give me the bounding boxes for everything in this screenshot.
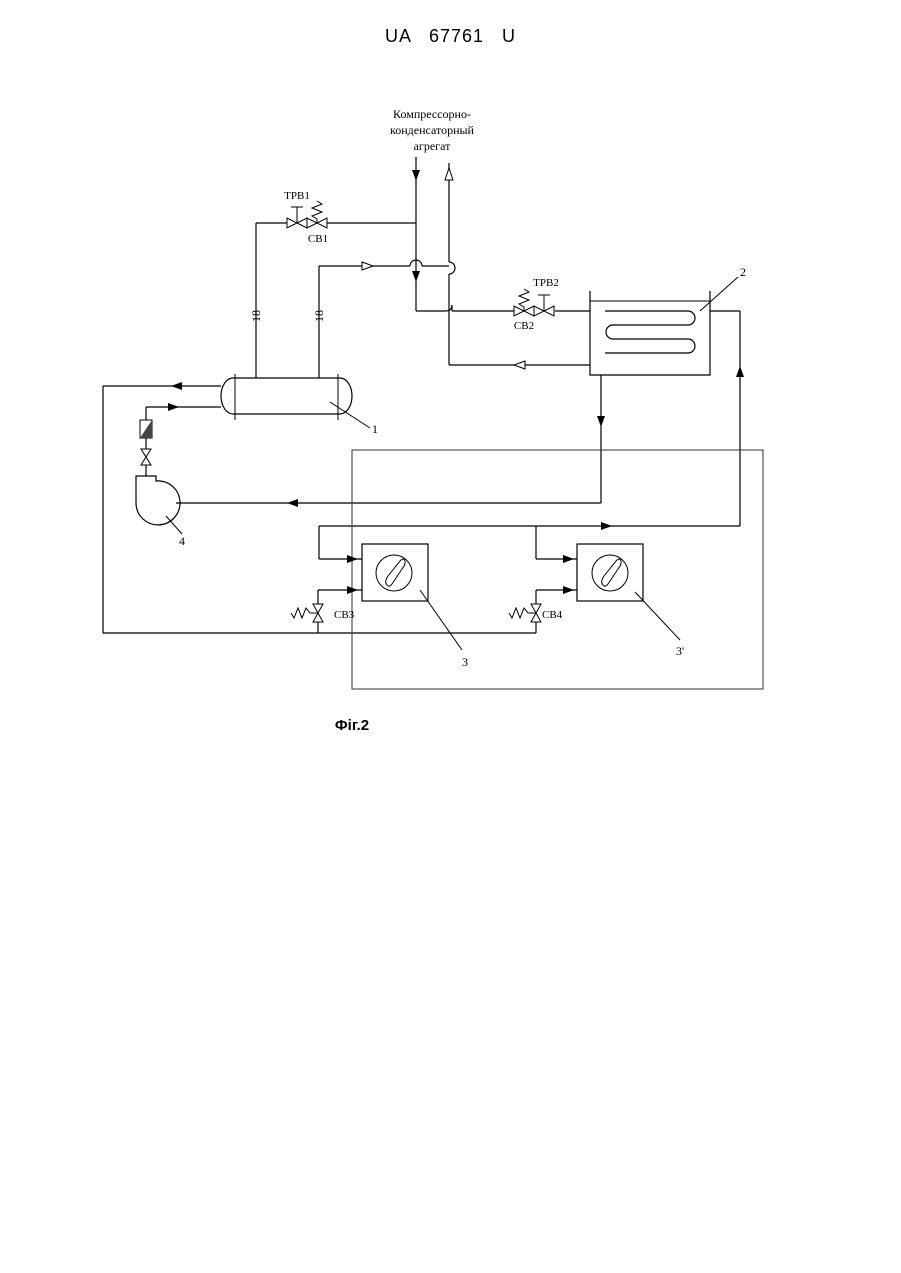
label-trv2: TPB2 (533, 277, 559, 289)
pump-4 (136, 476, 180, 525)
unit-label-line3: агрегат (414, 139, 452, 153)
label-sv1: CB1 (308, 233, 328, 245)
tank-2 (590, 291, 710, 375)
receiver-outlet-line (103, 382, 536, 633)
figure-caption: Фіг.2 (335, 717, 369, 734)
leader-3 (420, 590, 462, 650)
unit-label-line1: Компрессорно- (393, 107, 471, 121)
label-sv3: CB3 (334, 609, 355, 621)
unit-label-line2: конденсаторный (390, 123, 475, 137)
tank-outlet-line (176, 375, 605, 507)
ref-4: 4 (179, 534, 185, 548)
valve-trv1-sv1 (287, 201, 327, 228)
cooler-3 (362, 544, 428, 601)
branch-line-left (256, 223, 449, 378)
pipe-label-left: 18 (249, 310, 263, 322)
leader-2 (700, 277, 738, 311)
label-sv4: CB4 (542, 609, 563, 621)
label-sv2: CB2 (514, 320, 534, 332)
tank-return-line (449, 361, 590, 369)
ref-3: 3 (462, 655, 468, 669)
leader-3prime (635, 592, 680, 640)
pump-feed-line (140, 403, 221, 476)
label-trv1: TPB1 (284, 190, 310, 202)
pipe-label-right: 18 (312, 310, 326, 322)
ref-2: 2 (740, 265, 746, 279)
return-line (445, 163, 455, 365)
cooler-3prime (577, 544, 643, 601)
receiver-1 (221, 374, 352, 420)
ref-1: 1 (372, 422, 378, 436)
cooler-return-line (319, 311, 744, 530)
valve-trv2-sv2 (514, 289, 554, 316)
tank-feed-line (452, 305, 590, 311)
ref-3prime: 3' (676, 644, 684, 658)
